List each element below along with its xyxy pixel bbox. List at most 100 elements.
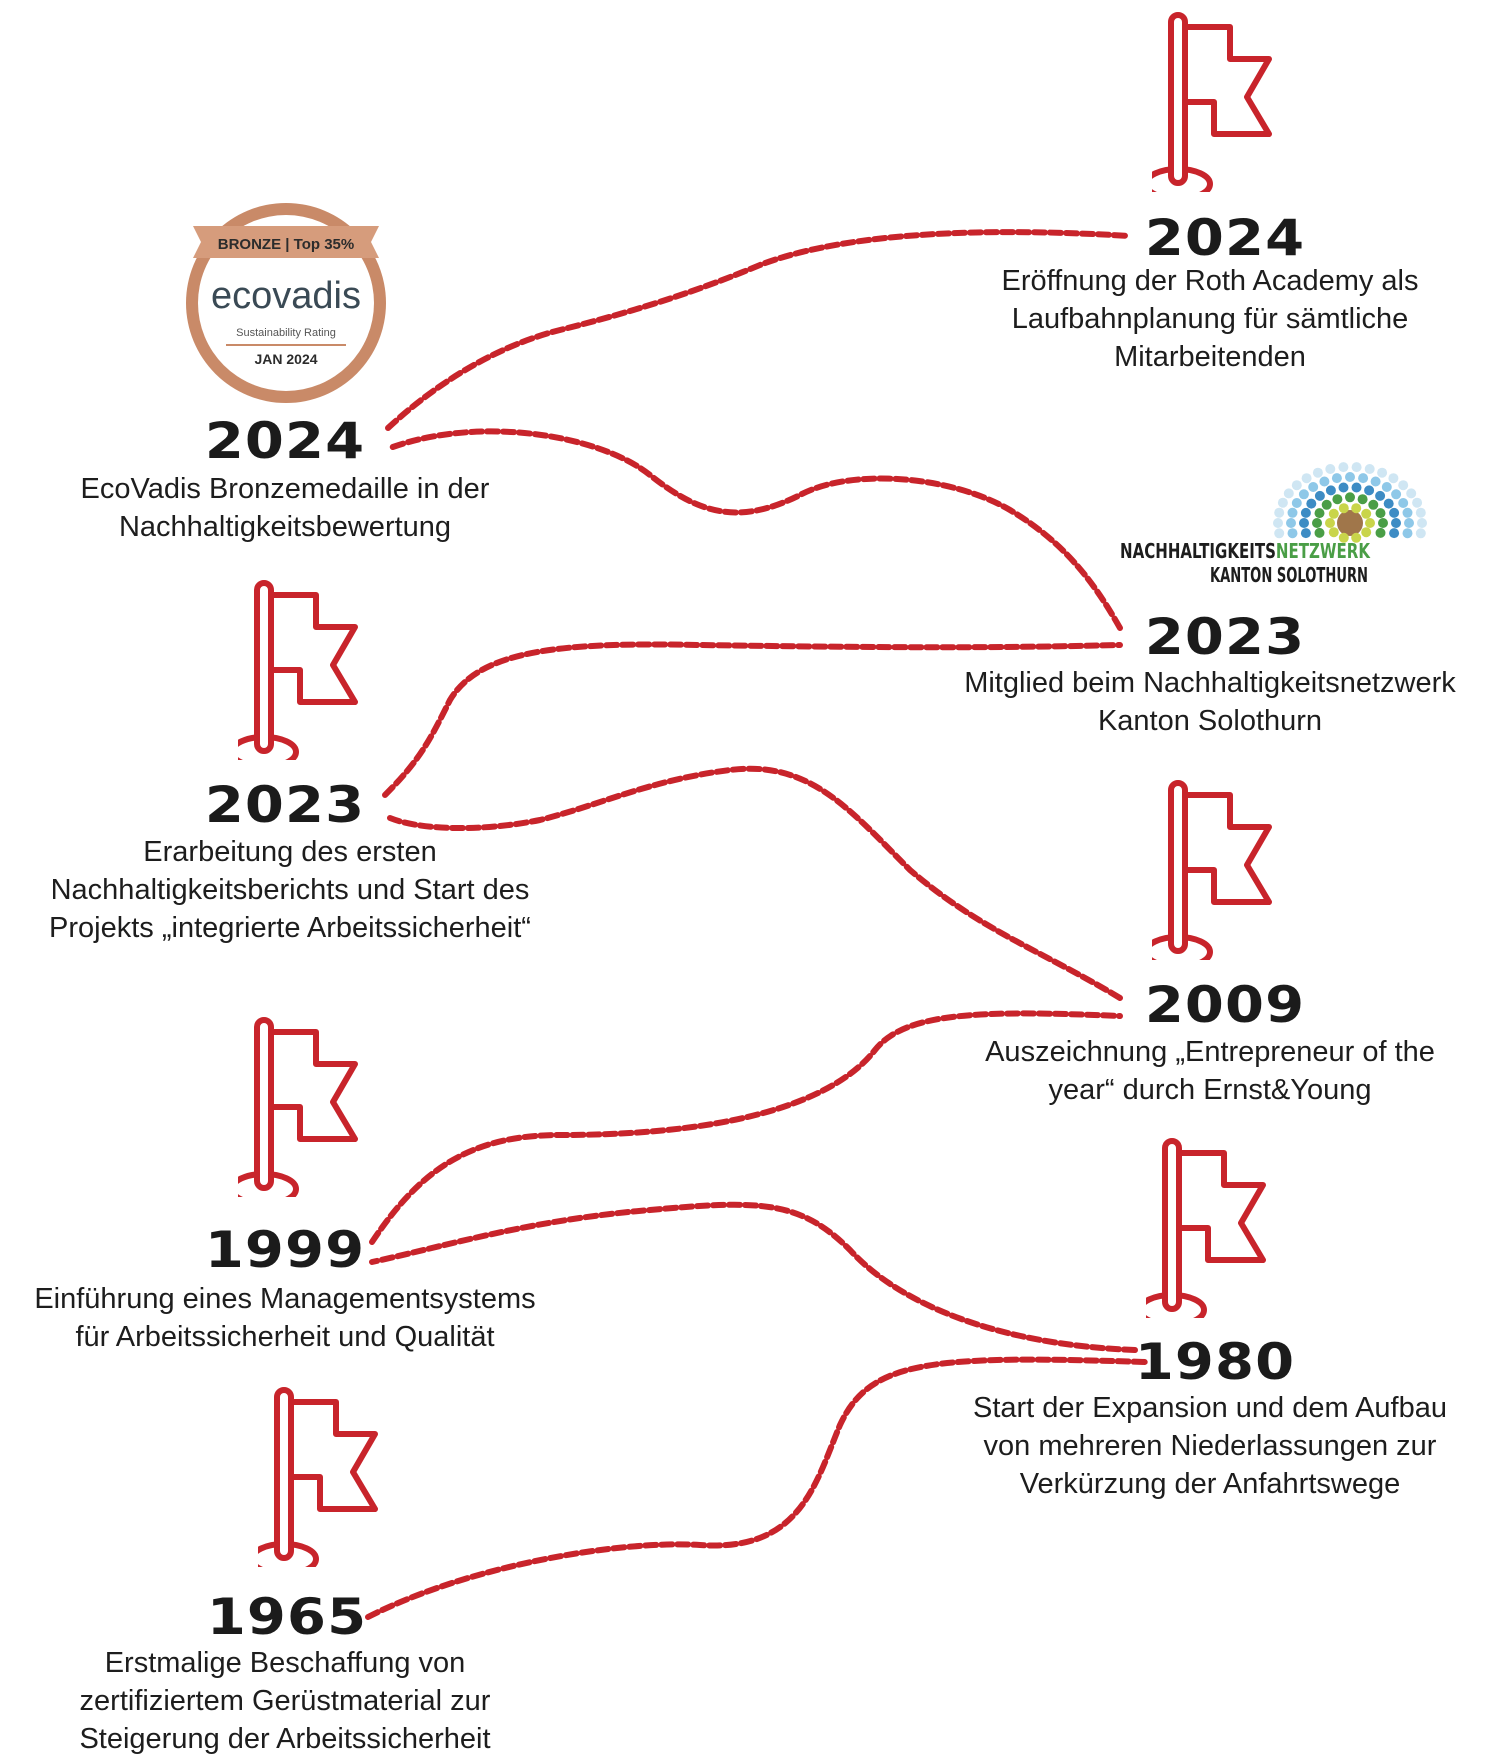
network-dot — [1389, 528, 1400, 539]
flag-icon — [1152, 780, 1272, 960]
network-dot — [1415, 528, 1426, 539]
network-dot — [1314, 490, 1325, 501]
network-dot — [1291, 480, 1302, 491]
network-dot — [1314, 508, 1325, 519]
milestone-description: Einführung eines Managementsystems für A… — [34, 1283, 536, 1353]
network-dot — [1398, 480, 1409, 491]
network-dot — [1332, 494, 1343, 505]
network-dot — [1351, 532, 1362, 543]
milestone-description: Auszeichnung „Entrepreneur of the year“ … — [985, 1036, 1435, 1106]
milestone-year: 1999 — [204, 1221, 366, 1279]
network-dot-pattern — [1273, 462, 1427, 543]
flag-icon — [1146, 1138, 1266, 1318]
network-dot — [1312, 467, 1323, 478]
network-dot — [1378, 518, 1388, 528]
connector-1965-1980 — [365, 1356, 1148, 1620]
network-dot — [1338, 503, 1349, 514]
network-dot — [1328, 508, 1339, 519]
milestone-description: Start der Expansion und dem Aufbau von m… — [973, 1392, 1447, 1500]
network-dot — [1365, 518, 1375, 528]
network-logo-line1: NACHHALTIGKEITSNETZWERK — [1120, 539, 1371, 563]
network-dot — [1298, 489, 1309, 500]
milestone-year: 1965 — [206, 1588, 368, 1646]
network-dot — [1361, 508, 1372, 519]
network-dot — [1375, 527, 1386, 538]
network-dot — [1287, 528, 1298, 539]
network-dot — [1364, 464, 1375, 474]
flag-icon — [238, 1017, 358, 1197]
connector-1980-1999 — [369, 1201, 1138, 1353]
flag-icon — [258, 1387, 378, 1567]
network-dot — [1368, 499, 1379, 510]
milestone-year: 2024 — [204, 412, 366, 470]
network-dot — [1412, 497, 1423, 508]
connector-2024-2024 — [385, 229, 1133, 431]
network-dot — [1337, 510, 1363, 536]
connector-2023-2024 — [387, 428, 1123, 631]
network-dot — [1417, 518, 1427, 528]
network-dot — [1306, 498, 1317, 509]
milestone-description: Eröffnung der Roth Academy als Laufbahnp… — [1001, 265, 1419, 373]
network-dot — [1402, 507, 1413, 518]
network-dot — [1351, 482, 1362, 493]
network-dot — [1389, 507, 1400, 518]
network-dot — [1314, 527, 1325, 538]
network-dot — [1383, 498, 1394, 509]
network-dot — [1286, 518, 1296, 528]
network-dot — [1291, 498, 1302, 508]
network-dot — [1287, 507, 1298, 518]
connector-2009-2023 — [387, 765, 1123, 1001]
network-dot — [1381, 482, 1392, 492]
network-dot — [1299, 518, 1309, 528]
network-dot — [1402, 528, 1413, 539]
milestone-description: Mitglied beim Nachhaltigkeitsnetzwerk Ka… — [964, 667, 1456, 737]
network-dot — [1391, 518, 1401, 528]
network-dot — [1319, 476, 1330, 487]
network-dot — [1398, 498, 1409, 508]
milestone-year: 2009 — [1144, 976, 1306, 1034]
network-dot — [1345, 472, 1355, 482]
badge-brand-text: ecovadis — [211, 275, 361, 317]
network-dot — [1338, 462, 1349, 473]
network-dot — [1338, 532, 1349, 543]
network-dot — [1357, 494, 1368, 505]
milestone-description: Erarbeitung des ersten Nachhaltigkeitsbe… — [49, 836, 531, 944]
network-dot — [1404, 518, 1414, 528]
badge-tier-text: BRONZE | Top 35% — [218, 236, 354, 253]
network-dot — [1351, 462, 1362, 473]
ecovadis-badge: BRONZE | Top 35% ecovadis Sustainability… — [186, 203, 386, 403]
network-dot — [1370, 476, 1381, 487]
flag-icon — [1152, 12, 1272, 192]
network-logo-line2: KANTON SOLOTHURN — [1210, 563, 1368, 587]
network-dot — [1391, 489, 1402, 500]
network-dot — [1300, 507, 1311, 518]
network-dot — [1301, 473, 1312, 484]
network-dot — [1358, 473, 1369, 484]
network-dot — [1328, 527, 1339, 538]
connector-2023-2023 — [382, 641, 1123, 798]
network-dot — [1388, 473, 1399, 484]
network-dot — [1274, 507, 1285, 518]
nachhaltigkeitsnetzwerk-logo: NACHHALTIGKEITSNETZWERK KANTON SOLOTHURN — [1120, 462, 1427, 587]
network-dot — [1406, 488, 1417, 499]
network-dot — [1325, 518, 1335, 528]
network-dot — [1415, 507, 1426, 518]
connector-1999-2009 — [369, 1010, 1123, 1245]
network-dot — [1345, 492, 1355, 503]
network-dot — [1300, 528, 1311, 539]
network-dot — [1351, 503, 1362, 514]
network-dot — [1273, 518, 1283, 528]
network-dot — [1375, 508, 1386, 519]
badge-rating-label: Sustainability Rating — [236, 327, 336, 339]
milestone-year: 1980 — [1134, 1333, 1296, 1391]
network-dot — [1277, 497, 1288, 508]
network-dot — [1331, 473, 1342, 484]
flag-icon — [238, 580, 358, 760]
network-dot — [1321, 499, 1332, 510]
network-dot — [1364, 485, 1375, 496]
network-dot — [1325, 464, 1336, 474]
milestone-description: EcoVadis Bronzemedaille in der Nachhalti… — [80, 473, 490, 543]
network-dot — [1377, 467, 1388, 478]
